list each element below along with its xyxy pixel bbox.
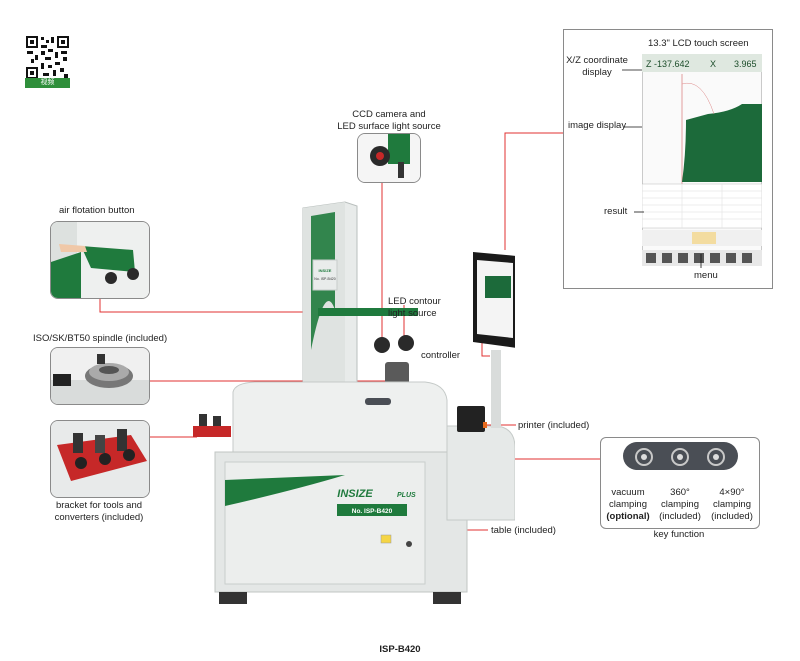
spindle-label: ISO/SK/BT50 spindle (included) [33, 333, 168, 344]
ccd-camera-label: CCD camera and LED surface light source [330, 109, 448, 133]
column-model: No. ISP-B420 [314, 277, 335, 281]
vacuum-clamping-label-line2: clamping [608, 499, 648, 510]
camera-arm [318, 308, 418, 316]
led-contour-label: LED contour light source [388, 296, 441, 320]
z-axis-label: Z [646, 59, 652, 69]
lcd-callout-line [504, 132, 565, 250]
clamping-4x90-label-line3: (included) [711, 511, 753, 522]
rotate-360-icon [677, 454, 683, 460]
led-contour-label-line2: light source [388, 308, 437, 319]
detail-air-flotation [50, 221, 150, 299]
led-contour-label-line1: LED contour [388, 296, 441, 307]
clamping-4x90-label: 4×90° clamping (included) [707, 487, 757, 523]
vacuum-clamping-key[interactable] [635, 448, 653, 466]
led-contour-light [398, 335, 414, 351]
key-function-caption: key function [653, 529, 705, 540]
ccd-camera-label-line1: CCD camera and [352, 109, 426, 120]
bracket-label-line2: converters (included) [54, 512, 144, 523]
key-panel [623, 442, 738, 470]
model-caption: ISP-B420 [379, 644, 421, 655]
xz-coordinate-label-line1: X/Z coordinate [566, 55, 628, 66]
column-brand: INSIZE [319, 268, 332, 273]
printer-label: printer (included) [518, 420, 590, 431]
detail-spindle [50, 347, 150, 405]
z-coordinate: -137.642 [654, 59, 690, 69]
lcd-callout-box: 13.3" LCD touch screen X/Z coordinate di… [563, 29, 773, 289]
lcd-screen: Z -137.642 X 3.965 [642, 54, 762, 266]
brand-logo: INSIZE [337, 488, 373, 500]
vacuum-icon [641, 454, 647, 460]
rotate-90-icon [713, 454, 719, 460]
xz-coordinate-label-line2: display [582, 67, 612, 78]
vacuum-clamping-label-line3: (optional) [606, 511, 650, 522]
result-label: result [604, 206, 628, 217]
warning-sticker [380, 534, 392, 544]
bracket-label: bracket for tools and converters (includ… [40, 500, 158, 524]
lcd-menu-icons [646, 253, 752, 263]
controller-label: controller [421, 350, 461, 361]
printer [457, 406, 485, 432]
tool-profile-image [682, 104, 762, 182]
column-plate [312, 259, 338, 291]
qr-code[interactable] [25, 35, 70, 87]
vacuum-clamping-label-line1: vacuum [611, 487, 645, 498]
cabinet-lock [406, 541, 412, 547]
key-panel-mini [365, 398, 391, 405]
machine-illustration: INSIZE No. ISP-B420 INSIZE PLUS No. ISP-… [193, 201, 515, 604]
qr-code-icon [25, 35, 70, 80]
x-coordinate: 3.965 [734, 59, 757, 69]
clamping-360-label-line1: 360° [670, 487, 690, 498]
lcd-pointer-lines [622, 69, 702, 268]
detail-ccd-camera [357, 133, 421, 183]
air-flotation-callout-line [99, 296, 382, 313]
x-axis-label: X [710, 59, 716, 69]
xz-coordinate-label: X/Z coordinate display [566, 55, 628, 79]
bracket-label-line1: bracket for tools and [55, 500, 143, 511]
model-plate [337, 504, 407, 516]
qr-caption: 视频 [25, 78, 70, 88]
image-display-label: image display [568, 120, 627, 131]
clamping-360-key[interactable] [671, 448, 689, 466]
model-plate-text: No. ISP-B420 [352, 508, 393, 515]
bracket-tray [193, 426, 231, 437]
detail-bracket [50, 420, 150, 498]
vacuum-clamping-label: vacuum clamping (optional) [603, 487, 653, 523]
clamping-360-label-line3: (included) [659, 511, 701, 522]
clamping-4x90-key[interactable] [707, 448, 725, 466]
clamping-4x90-label-line1: 4×90° [719, 487, 745, 498]
clamping-4x90-label-line2: clamping [712, 499, 752, 510]
lcd-title: 13.3" LCD touch screen [648, 38, 749, 49]
ccd-camera-head [374, 337, 390, 353]
clamping-360-label: 360° clamping (included) [655, 487, 705, 523]
brand-logo-suffix: PLUS [397, 492, 416, 499]
controller-callout-line [481, 340, 490, 357]
ccd-camera-label-line2: LED surface light source [337, 121, 441, 132]
cabinet-green-stripe [225, 475, 345, 506]
menu-label: menu [694, 270, 718, 281]
clamping-360-label-line2: clamping [660, 499, 700, 510]
table-label: table (included) [491, 525, 556, 536]
air-flotation-label: air flotation button [59, 205, 135, 216]
key-function-box: vacuum clamping (optional) 360° clamping… [600, 437, 760, 529]
